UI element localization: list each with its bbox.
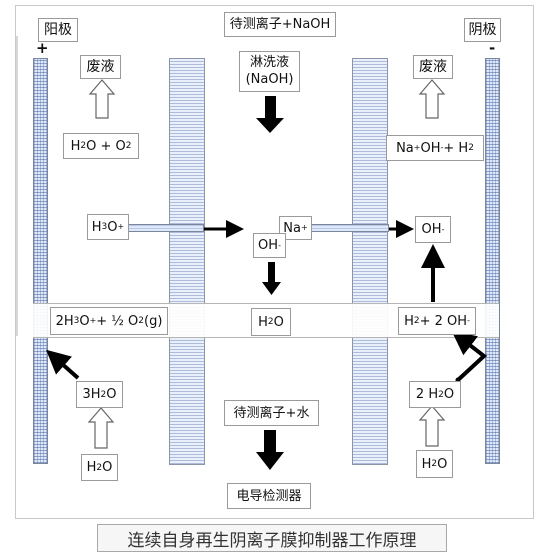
waste-left-label: 废液 <box>80 55 121 79</box>
oh-ion-middle: OH- <box>253 233 286 258</box>
detector-label: 电导检测器 <box>227 483 311 509</box>
hollow-up-arrow-h2o-left <box>87 407 115 449</box>
frame-edge-line <box>16 36 18 336</box>
hollow-up-arrow-h2o-right <box>418 405 446 447</box>
right-membrane <box>352 58 388 465</box>
anode-label: 阳极 <box>38 18 78 42</box>
cathode-label: 阴极 <box>464 18 501 42</box>
cathode-electrode <box>485 58 500 464</box>
top-center-label: 待测离子+NaOH <box>224 12 336 37</box>
cathode-sign: - <box>489 39 496 57</box>
anode-electrode <box>33 58 48 464</box>
left-membrane <box>169 58 205 465</box>
mid-center-label: 待测离子+水 <box>224 400 319 426</box>
waste-right-label: 废液 <box>413 55 453 79</box>
oh-ion-right: OH- <box>415 216 451 243</box>
down-arrow-oh <box>262 262 281 295</box>
hollow-up-arrow-waste-right <box>418 79 446 119</box>
eluent-label: 淋洗液 (NaOH) <box>239 51 300 92</box>
down-arrow-detector <box>256 430 284 470</box>
hollow-up-arrow-waste-left <box>88 79 116 119</box>
anode-sign: + <box>36 39 49 57</box>
down-arrow-eluent <box>256 96 284 133</box>
figure-caption: 连续自身再生阴离子膜抑制器工作原理 <box>97 524 447 552</box>
anode-diagonal-arrow <box>46 349 80 380</box>
cathode-diagonal-arrow <box>451 331 488 382</box>
